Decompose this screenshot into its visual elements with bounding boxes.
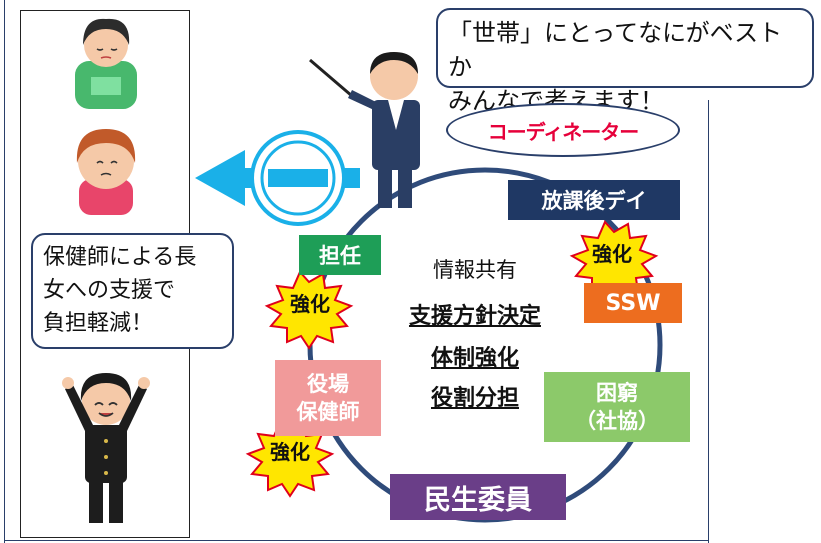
ssw-label: SSW	[605, 290, 661, 316]
info-sharing-text: 情報共有	[433, 258, 517, 282]
speech-left-line3: 負担軽減！	[43, 311, 154, 336]
frame-right-line	[708, 100, 709, 543]
after-school-day-label: 放課後デイ	[541, 189, 647, 213]
town-office-nurse-line2: 保健師	[296, 400, 360, 424]
poverty-support-line2: （社協）	[575, 409, 659, 433]
strengthen-label-2: 強化	[290, 292, 330, 316]
homeroom-teacher-label: 担任	[319, 244, 361, 268]
speech-left-line1: 保健師による長	[43, 245, 197, 270]
frame-bottom-line	[4, 540, 709, 541]
frame-left-line	[4, 0, 5, 543]
daughter-illustration	[76, 129, 136, 215]
speech-left-line2: 女への支援で	[43, 278, 176, 303]
strengthen-burst-2	[264, 270, 354, 350]
mother-illustration	[75, 18, 137, 109]
poverty-support-line1: 困窮	[596, 381, 638, 405]
homeroom-teacher-box: 担任	[299, 235, 381, 275]
speech-bubble-top: 「世帯」にとってなにがベストか みんなで考えます！	[436, 8, 814, 115]
minus-arrow-icon	[195, 130, 360, 226]
welfare-commissioner-box: 民生委員	[390, 474, 566, 520]
coordinator-label-bubble: コーディネーター	[446, 103, 680, 157]
town-office-nurse-box: 役場 保健師	[275, 360, 381, 436]
coordinator-illustration	[309, 52, 420, 208]
policy-decision-text: 支援方針決定	[408, 304, 541, 329]
coordinator-label: コーディネーター	[487, 119, 640, 144]
strengthen-label-1: 強化	[592, 242, 632, 266]
town-office-nurse-line1: 役場	[307, 372, 349, 396]
speech-top-line1: 「世帯」にとってなにがベストか	[448, 19, 783, 81]
poverty-support-box: 困窮 （社協）	[544, 372, 690, 442]
ssw-box: SSW	[584, 283, 682, 323]
son-illustration	[62, 373, 150, 523]
system-strengthening-text: 体制強化	[430, 346, 519, 371]
strengthen-label-3: 強化	[270, 440, 310, 464]
after-school-day-box: 放課後デイ	[508, 180, 680, 220]
role-sharing-text: 役割分担	[430, 386, 519, 411]
family-illustrations	[62, 18, 150, 523]
welfare-commissioner-label: 民生委員	[424, 484, 532, 516]
speech-bubble-left: 保健師による長 女への支援で 負担軽減！	[31, 233, 234, 349]
